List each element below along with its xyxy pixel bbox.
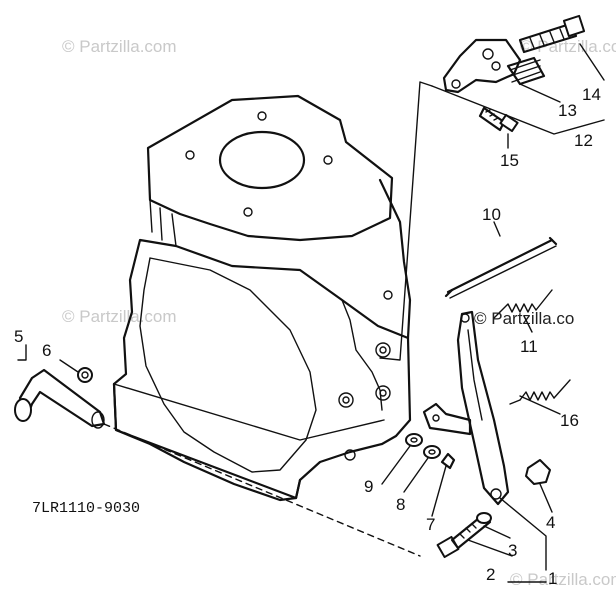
watermark-top-left: © Partzilla.com — [62, 37, 177, 56]
leader-13 — [519, 83, 561, 103]
watermark-mid-right: © Partzilla.co — [474, 309, 574, 328]
callout-2: 2 — [486, 565, 495, 584]
callout-16: 16 — [560, 411, 579, 430]
diagram-code: 7LR1110-9030 — [32, 500, 140, 517]
leader-14 — [579, 43, 605, 81]
plain-washer — [423, 445, 441, 459]
callout-15: 15 — [500, 151, 519, 170]
pinch-bolt — [436, 512, 492, 559]
governor-lever — [456, 310, 510, 506]
washer — [405, 433, 423, 447]
watermark-mid-left: © Partzilla.com — [62, 307, 177, 326]
leader-bracket-link — [379, 81, 433, 361]
throttle-bracket-assembly — [442, 14, 586, 94]
pipe-clip — [77, 367, 93, 383]
callout-13: 13 — [558, 101, 577, 120]
callout-7: 7 — [426, 515, 435, 534]
callout-6: 6 — [42, 341, 51, 360]
leader-lines — [17, 133, 561, 583]
callout-14: 14 — [582, 85, 601, 104]
hex-nut — [525, 459, 551, 485]
circlip — [440, 452, 456, 470]
breather-pipe — [14, 368, 421, 557]
return-spring — [509, 379, 571, 405]
callout-9: 9 — [364, 477, 373, 496]
governor-spring — [493, 289, 553, 319]
engine-crankcase — [112, 94, 412, 502]
leader-12 — [431, 85, 605, 135]
callout-1: 1 — [548, 569, 557, 588]
throttle-rod — [444, 236, 558, 299]
callout-8: 8 — [396, 495, 405, 514]
watermark-top-right: © Partzilla.com — [520, 37, 616, 56]
callout-11: 11 — [520, 337, 538, 356]
bracket-screw — [478, 106, 519, 133]
callout-5: 5 — [14, 327, 23, 346]
callout-3: 3 — [508, 541, 517, 560]
lever-arm — [422, 402, 472, 436]
bracket-spring — [506, 56, 546, 86]
callout-10: 10 — [482, 205, 501, 224]
callout-4: 4 — [546, 513, 555, 532]
callout-12: 12 — [574, 131, 593, 150]
watermark-bottom-right: © Partzilla.com — [510, 570, 616, 589]
